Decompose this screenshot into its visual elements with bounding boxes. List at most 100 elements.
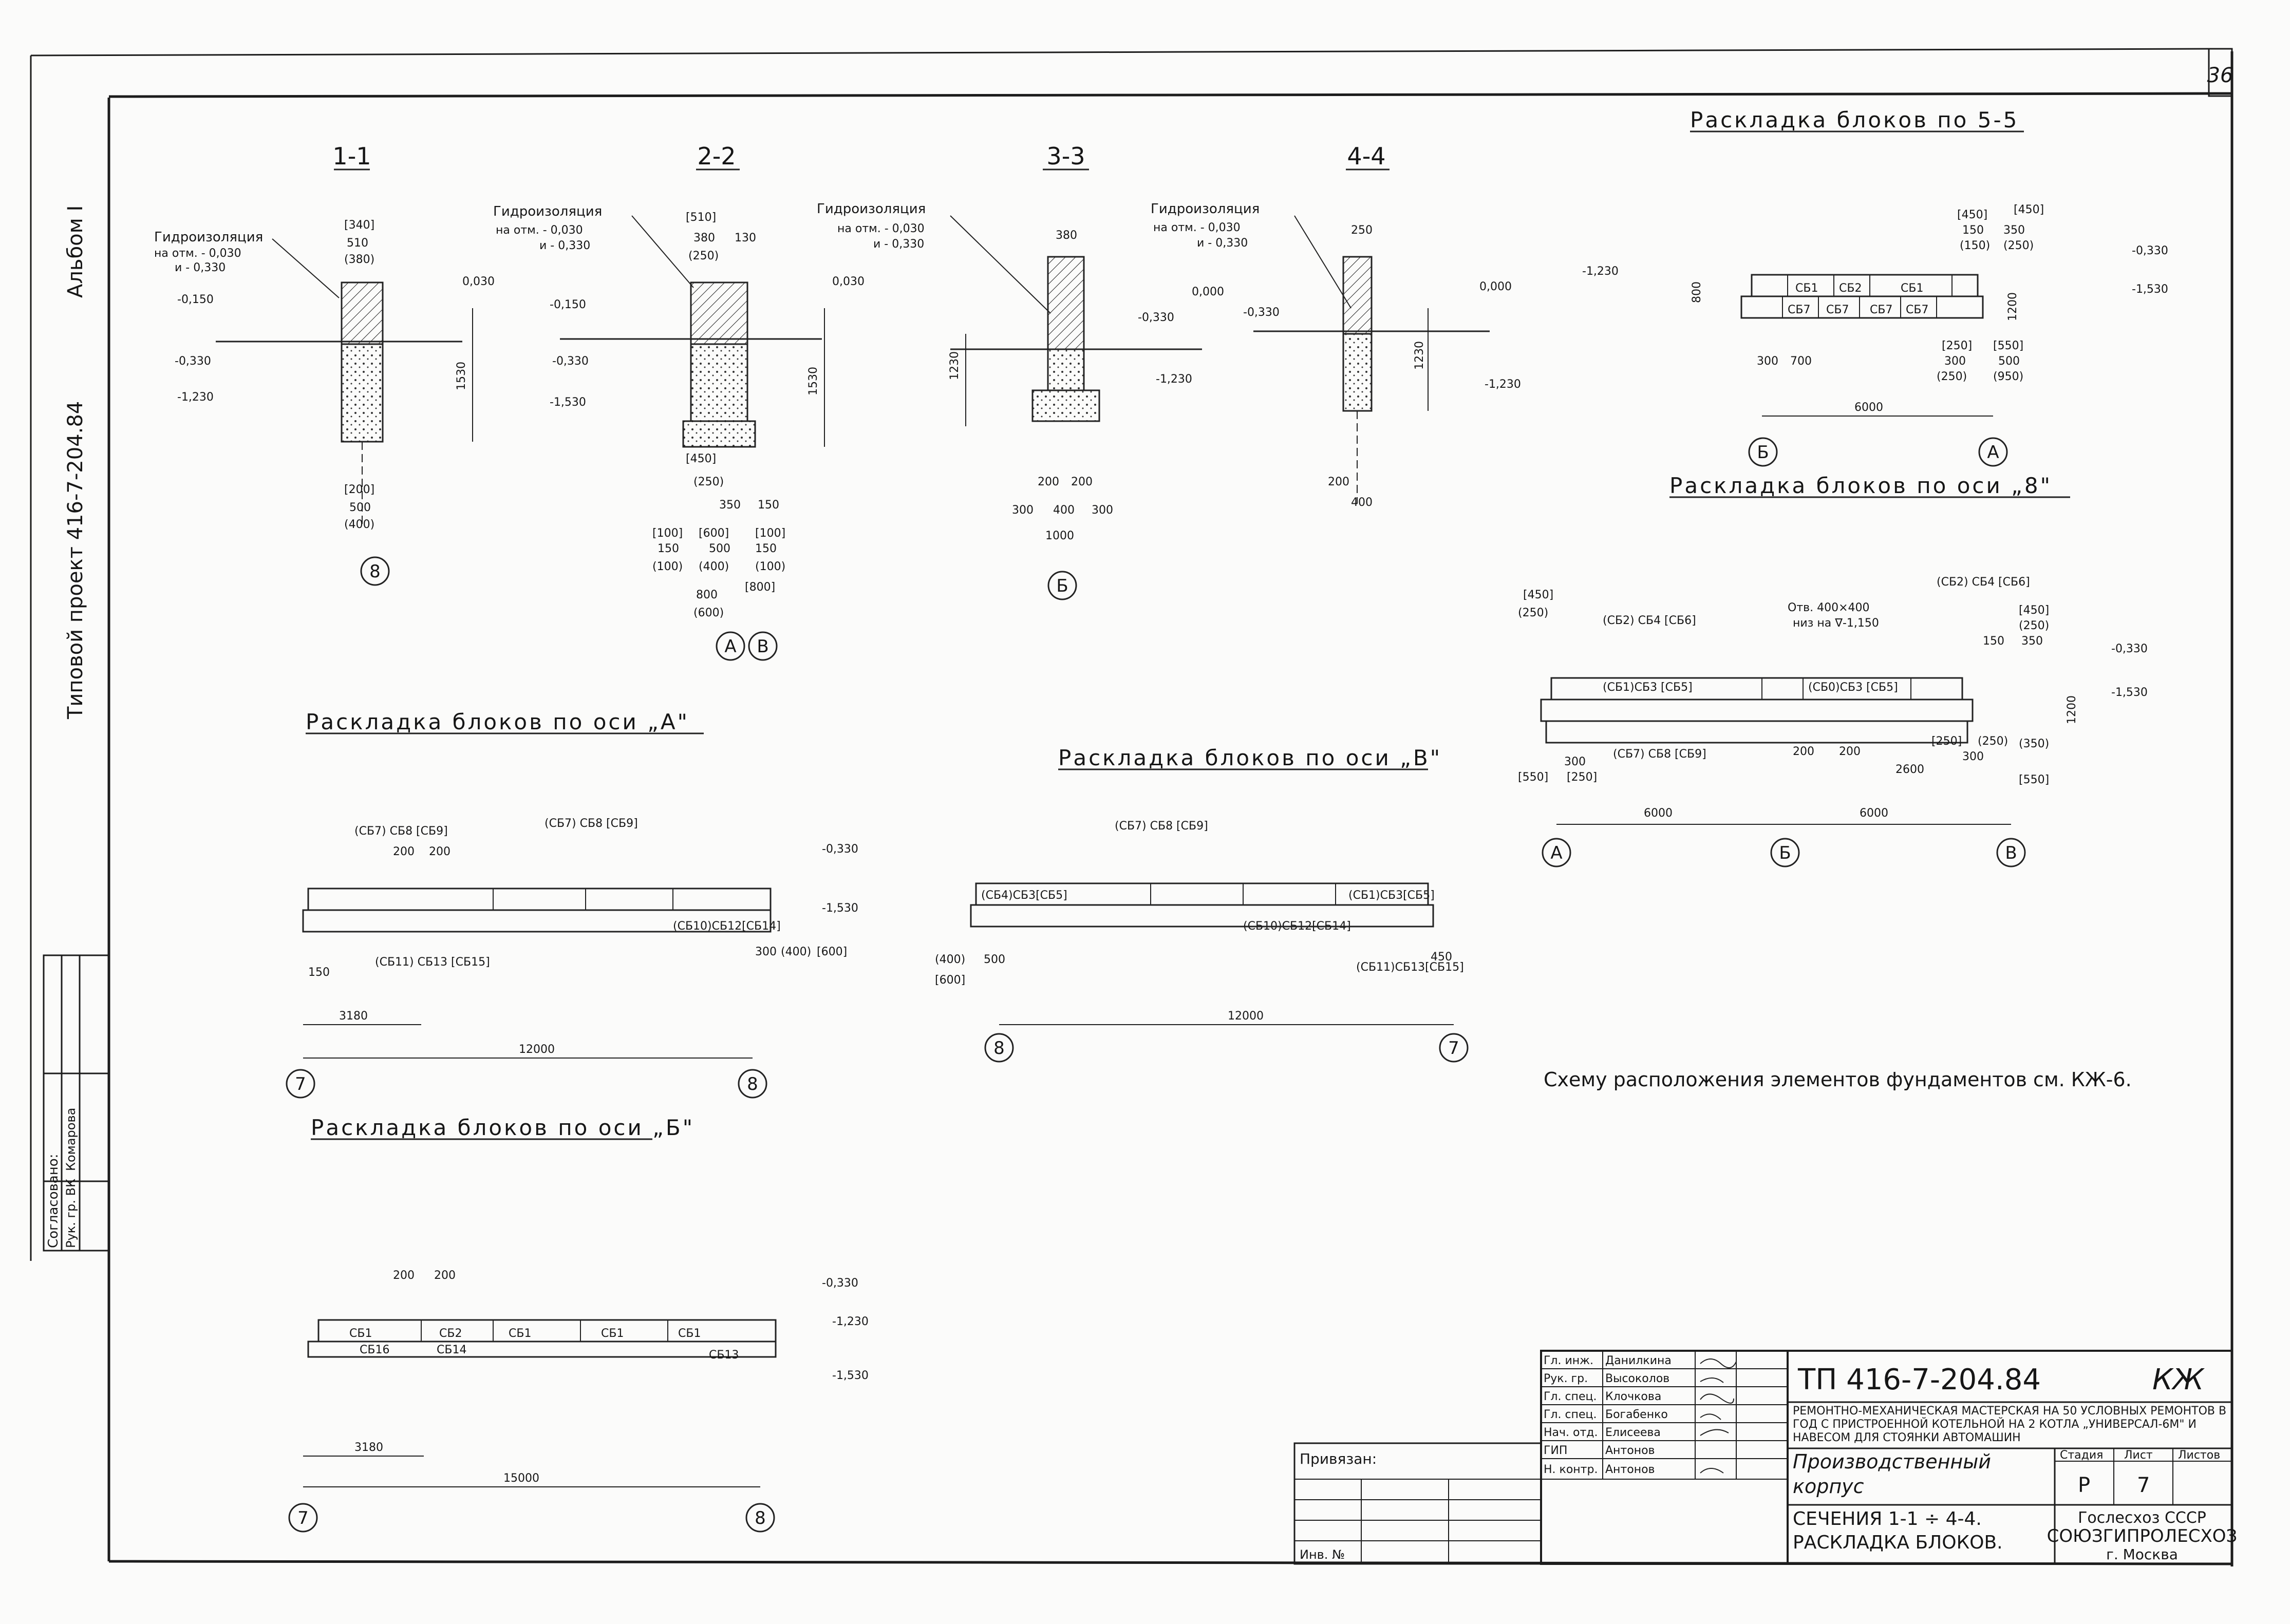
staff-name: Антонов	[1605, 1444, 1655, 1457]
axis-label: А	[724, 636, 736, 657]
org-line: г. Москва	[2106, 1546, 2178, 1563]
level-mark: -0,150	[550, 298, 586, 311]
attached-label: Привязан:	[1300, 1450, 1377, 1467]
layout-title: Раскладка блоков по оси „А"	[306, 709, 689, 734]
section-label: 2-2	[697, 142, 736, 170]
dim: 200	[393, 1269, 415, 1282]
col-header: Лист	[2124, 1449, 2153, 1462]
level-mark: -0,330	[2132, 244, 2168, 257]
col-header: Листов	[2178, 1449, 2220, 1462]
layout-title: Раскладка блоков по 5-5	[1690, 107, 2019, 133]
staff-role: Нач. отд.	[1544, 1426, 1598, 1439]
base-dim: 1000	[1045, 530, 1074, 542]
dim: 200	[434, 1269, 456, 1282]
project-description: Ремонтно-механическая мастерская на 50 у…	[1793, 1405, 2227, 1444]
drawing-mark: КЖ	[2152, 1363, 2205, 1396]
dim: 3180	[354, 1441, 383, 1454]
dim: (250)	[2019, 619, 2049, 632]
width-label: [510]	[686, 211, 716, 224]
base-dim: [800]	[745, 581, 775, 594]
layout-axis-v: Раскладка блоков по оси „В" (СБ7) СБ8 [С…	[935, 745, 1469, 1063]
dim: 6000	[1854, 401, 1883, 414]
dim: [600]	[935, 974, 965, 987]
hydro-label: Гидроизоляция	[154, 230, 263, 245]
signatures	[1700, 1358, 1737, 1474]
staff-role: Гл. спец.	[1544, 1408, 1597, 1421]
axis-label: Б	[1056, 576, 1068, 596]
base-dim: 400	[1053, 504, 1075, 517]
layout-title: Раскладка блоков по оси „Б"	[311, 1115, 694, 1140]
foundation-note: Схему расположения элементов фундаментов…	[1544, 1068, 2132, 1091]
block-label: СБ16	[360, 1344, 389, 1356]
dim: 3180	[339, 1010, 368, 1023]
layout-axis-8: Раскладка блоков по оси „8" Отв. 400×400…	[1518, 473, 2148, 867]
dim: 1200	[2066, 695, 2078, 724]
level-mark: -1,530	[832, 1369, 869, 1382]
dim: [600]	[817, 946, 847, 958]
album-label: Альбом I	[64, 205, 87, 298]
width-label: 250	[1351, 224, 1373, 237]
block-callout: (СБ0)СБ3 [СБ5]	[1808, 681, 1898, 694]
dim: 300	[1962, 750, 1984, 763]
dim: [450]	[1957, 209, 1987, 221]
dim: [550]	[1518, 771, 1548, 784]
dim: 450	[1431, 951, 1452, 964]
dim: 6000	[1860, 807, 1888, 820]
level-mark: -1,530	[822, 902, 858, 915]
height-dim: 1230	[948, 351, 961, 380]
project-code: ТП 416-7-204.84	[1797, 1363, 2041, 1396]
approval-heading: Согласовано:	[46, 1154, 61, 1248]
dim: (150)	[1960, 239, 1990, 252]
dim: 15000	[503, 1472, 539, 1485]
dim: [550]	[2019, 773, 2049, 786]
dim: [550]	[1993, 339, 2023, 352]
level-mark: -0,330	[2111, 643, 2148, 655]
block-label: СБ13	[709, 1349, 739, 1362]
base-dim: (100)	[755, 560, 785, 573]
level-mark: -1,230	[1582, 265, 1619, 278]
staff-role: Н. контр.	[1544, 1463, 1598, 1476]
base-dim: [200]	[344, 483, 374, 496]
building-box: Производственный корпус	[1793, 1450, 1991, 1498]
dim: 200	[429, 845, 451, 858]
description-box: Ремонтно-механическая мастерская на 50 у…	[1793, 1405, 2227, 1444]
width-label: 130	[735, 232, 756, 244]
block-label: СБ7	[1906, 304, 1928, 316]
level-mark: -0,330	[1138, 311, 1174, 324]
dim: 700	[1790, 355, 1812, 368]
base-dim: [450]	[686, 452, 716, 465]
block-label: СБ1	[1795, 282, 1818, 295]
dim: 150	[1962, 224, 1984, 237]
section-2-2: 2-2 Гидроизоляция на отм. - 0,030 и - 0,…	[493, 142, 865, 661]
base-dim: 200	[1328, 476, 1349, 488]
dim: 2600	[1895, 763, 1924, 776]
staff-name: Антонов	[1605, 1463, 1655, 1476]
hydro-label: Гидроизоляция	[1151, 201, 1260, 217]
hydro-level-2: и - 0,330	[175, 261, 226, 274]
block-callout: (СБ10)СБ12[СБ14]	[673, 920, 781, 933]
base-dim: 150	[758, 499, 779, 512]
hydro-level-1: на отм. - 0,030	[1153, 221, 1241, 234]
width-label: 380	[693, 232, 715, 244]
dim: [450]	[2019, 604, 2049, 617]
block-label: СБ1	[509, 1327, 531, 1340]
hydro-level-1: на отм. - 0,030	[837, 222, 925, 235]
dim: (950)	[1993, 370, 2023, 383]
block-label: СБ1	[678, 1327, 701, 1340]
section-label: 1-1	[332, 142, 371, 170]
org-line: СОЮЗГИПРОЛЕСХОЗ	[2047, 1526, 2238, 1546]
dim: (250)	[1978, 735, 2008, 748]
dim: [450]	[2014, 203, 2044, 216]
dim: 500	[1998, 355, 2020, 368]
block-label: СБ1	[349, 1327, 372, 1340]
block-label: СБ1	[1901, 282, 1923, 295]
base-dim: (600)	[693, 607, 724, 619]
dim: [450]	[1523, 589, 1553, 601]
level-mark: 0,030	[462, 275, 495, 288]
level-mark: -0,150	[177, 293, 214, 306]
dim: 200	[1839, 745, 1861, 758]
block-label: СБ7	[1788, 304, 1810, 316]
dim: 300	[755, 946, 777, 958]
layout-axis-a: Раскладка блоков по оси „А" (СБ7) СБ8 [С…	[286, 709, 858, 1099]
